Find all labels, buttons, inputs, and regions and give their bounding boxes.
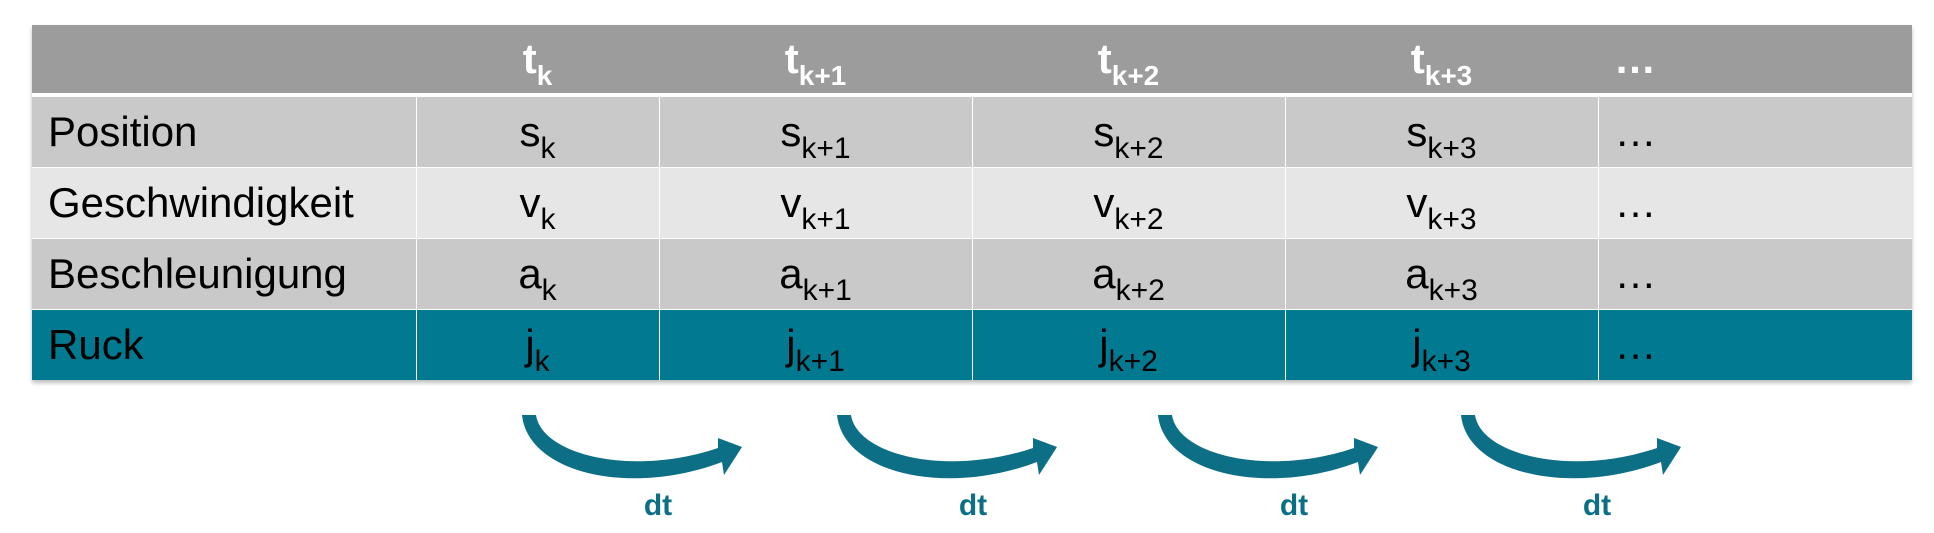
curved-arrow-icon: [1461, 415, 1681, 479]
cell-a-k3: ak+3: [1284, 238, 1598, 310]
dt-label-1: dt: [644, 489, 672, 522]
dt-arrow-2: dt: [837, 415, 1057, 522]
header-ellipsis: …: [1598, 25, 1912, 97]
cell-j-k3: jk+3: [1284, 309, 1598, 380]
cell-v-k3: vk+3: [1284, 167, 1598, 239]
curved-arrow-icon: [837, 415, 1057, 479]
row-label-beschleunigung: Beschleunigung: [32, 238, 416, 310]
row-position: Position sk sk+1 sk+2 sk+3 …: [32, 95, 1912, 168]
row-label-ruck: Ruck: [32, 309, 416, 380]
cell-beschleunigung-ellipsis: …: [1597, 238, 1912, 310]
cell-a-k2: ak+2: [971, 238, 1285, 310]
cell-s-k3: sk+3: [1284, 95, 1598, 168]
row-geschwindigkeit: Geschwindigkeit vk vk+1 vk+2 vk+3 …: [32, 167, 1912, 239]
cell-a-k: ak: [415, 238, 659, 310]
header-t-k2: tk+2: [972, 25, 1285, 97]
curved-arrow-icon: [1158, 415, 1378, 479]
cell-j-k1: jk+1: [658, 309, 972, 380]
header-t-k: tk: [416, 25, 659, 97]
cell-v-k: vk: [415, 167, 659, 239]
header-corner: [32, 25, 416, 97]
header-t-k3: tk+3: [1285, 25, 1598, 97]
cell-s-k2: sk+2: [971, 95, 1285, 168]
dt-arrow-4: dt: [1461, 415, 1681, 522]
cell-position-ellipsis: …: [1597, 95, 1912, 168]
dt-label-3: dt: [1280, 489, 1308, 522]
curved-arrow-icon: [522, 415, 742, 479]
dt-arrow-3: dt: [1158, 415, 1378, 522]
cell-s-k: sk: [415, 95, 659, 168]
dt-label-2: dt: [959, 489, 987, 522]
time-step-table: tk tk+1 tk+2 tk+3 … Position sk sk+1 sk+…: [32, 25, 1912, 380]
cell-s-k1: sk+1: [658, 95, 972, 168]
cell-v-k1: vk+1: [658, 167, 972, 239]
header-t-k1: tk+1: [659, 25, 972, 97]
cell-v-k2: vk+2: [971, 167, 1285, 239]
row-label-geschwindigkeit: Geschwindigkeit: [32, 167, 416, 239]
cell-j-k2: jk+2: [971, 309, 1285, 380]
header-row: tk tk+1 tk+2 tk+3 …: [32, 25, 1912, 97]
row-label-position: Position: [32, 95, 416, 168]
row-beschleunigung: Beschleunigung ak ak+1 ak+2 ak+3 …: [32, 238, 1912, 310]
row-ruck: Ruck jk jk+1 jk+2 jk+3 …: [32, 309, 1912, 380]
dt-arrow-1: dt: [522, 415, 742, 522]
dt-label-4: dt: [1583, 489, 1611, 522]
cell-a-k1: ak+1: [658, 238, 972, 310]
cell-ruck-ellipsis: …: [1597, 309, 1912, 380]
cell-j-k: jk: [415, 309, 659, 380]
cell-geschwindigkeit-ellipsis: …: [1597, 167, 1912, 239]
